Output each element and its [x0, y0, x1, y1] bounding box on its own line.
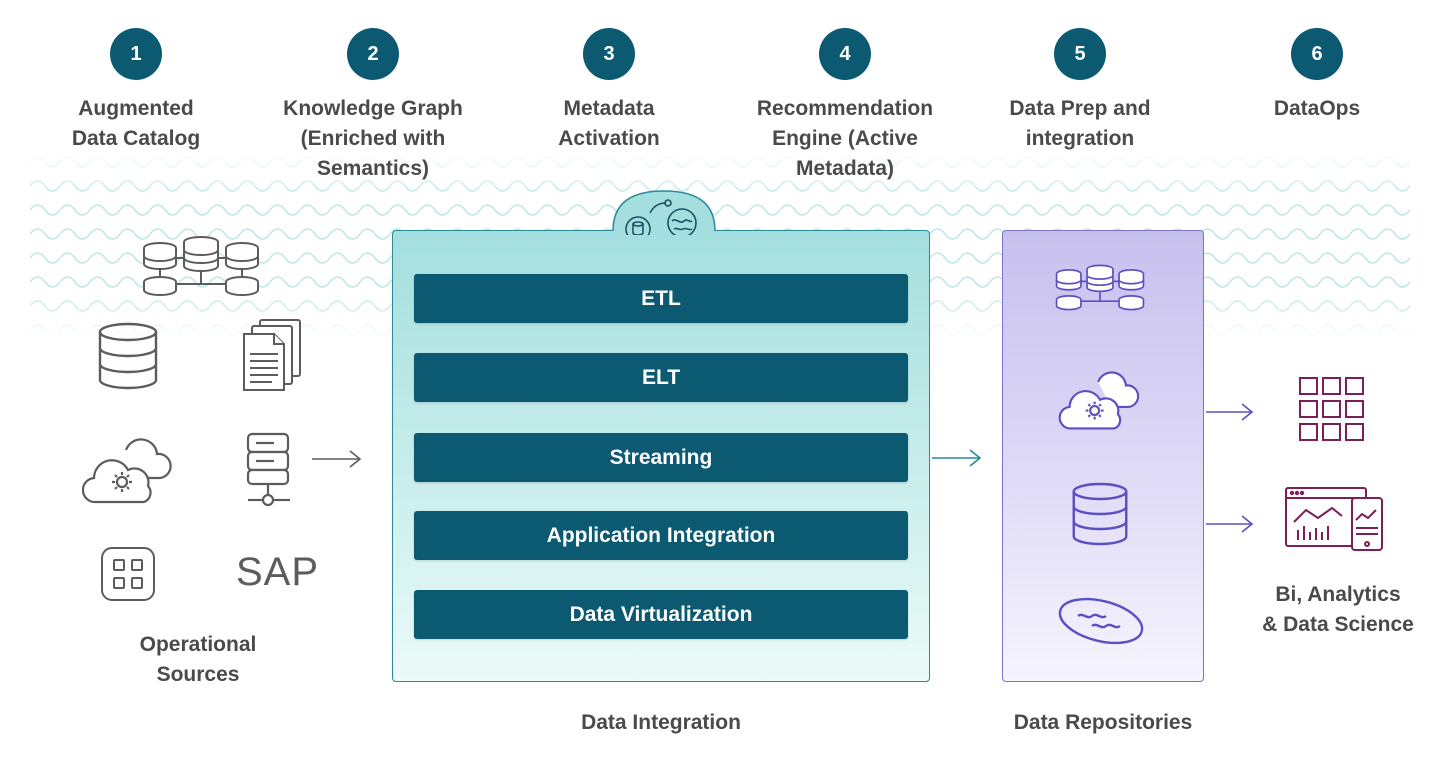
step-label: Augmented Data Catalog — [71, 97, 201, 150]
cloud-gear-icon — [1058, 371, 1140, 430]
step-4: 4 Recommendation Engine (Active Metadata… — [735, 28, 955, 184]
database-icon — [1072, 482, 1128, 546]
step-number-badge: 3 — [583, 28, 635, 80]
method-elt: ELT — [414, 353, 908, 402]
cloud-gear-icon — [82, 438, 172, 504]
dashboard-icon — [1285, 487, 1383, 551]
step-number-badge: 5 — [1054, 28, 1106, 80]
step-label: Knowledge Graph (Enriched with Semantics… — [283, 97, 463, 180]
arrow-right-icon — [1206, 515, 1254, 533]
step-number-badge: 1 — [110, 28, 162, 80]
operational-sources-caption: Operational Sources — [139, 633, 257, 686]
step-5: 5 Data Prep and integration — [970, 28, 1190, 154]
step-number-badge: 4 — [819, 28, 871, 80]
data-integration-caption: Data Integration — [581, 711, 741, 734]
step-label: Recommendation Engine (Active Metadata) — [756, 97, 934, 180]
data-repositories-panel — [1002, 230, 1204, 682]
data-flow-icon — [612, 190, 716, 235]
database-network-icon — [143, 236, 259, 296]
step-label: Metadata Activation — [558, 97, 660, 150]
database-network-icon — [1055, 264, 1145, 311]
step-number-badge: 2 — [347, 28, 399, 80]
step-3: 3 Metadata Activation — [499, 28, 719, 154]
documents-icon — [243, 319, 301, 391]
app-grid-icon — [101, 547, 155, 601]
step-6: 6 DataOps — [1207, 28, 1427, 124]
step-number-badge: 6 — [1291, 28, 1343, 80]
method-data-virtualization: Data Virtualization — [414, 590, 908, 639]
arrow-right-icon — [312, 450, 362, 468]
step-label: DataOps — [1273, 97, 1361, 120]
method-streaming: Streaming — [414, 433, 908, 482]
step-1: 1 Augmented Data Catalog — [26, 28, 246, 154]
data-lake-icon — [1058, 597, 1144, 645]
server-icon — [246, 432, 290, 507]
method-application-integration: Application Integration — [414, 511, 908, 560]
data-repositories-caption: Data Repositories — [1013, 711, 1193, 734]
arrow-right-icon — [932, 449, 982, 467]
arrow-right-icon — [1206, 403, 1254, 421]
method-etl: ETL — [414, 274, 908, 323]
sap-logo-text: SAP — [236, 550, 320, 594]
bi-analytics-caption: Bi, Analytics & Data Science — [1262, 583, 1414, 636]
step-2: 2 Knowledge Graph (Enriched with Semanti… — [263, 28, 483, 184]
grid-icon — [1299, 377, 1364, 441]
database-icon — [98, 322, 158, 390]
step-label: Data Prep and integration — [1009, 97, 1151, 150]
